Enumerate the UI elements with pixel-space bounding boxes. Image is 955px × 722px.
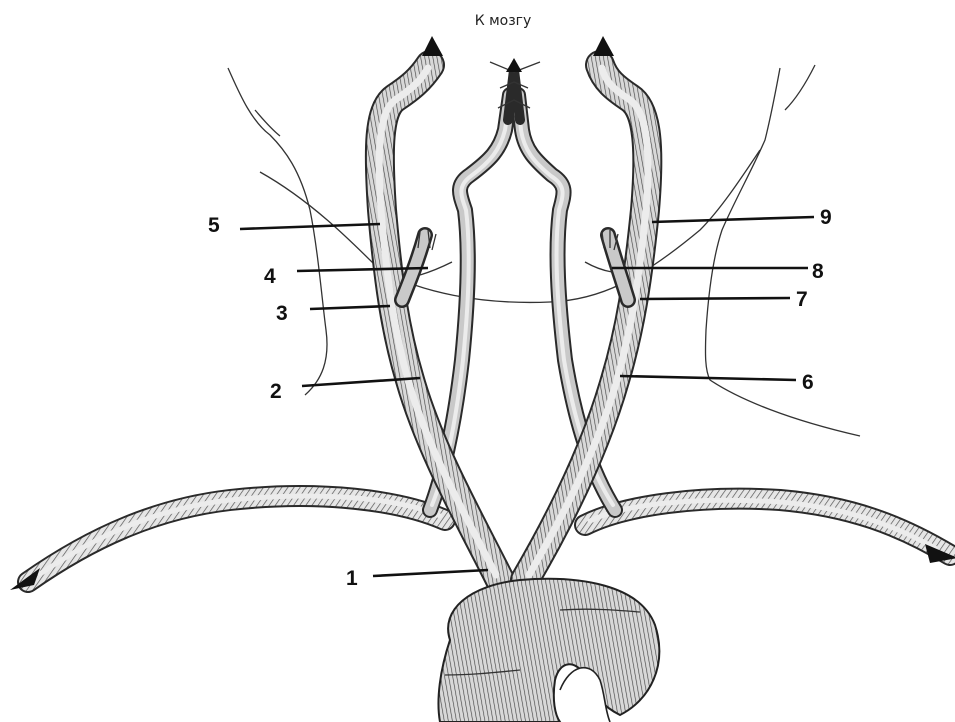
aortic-arch bbox=[438, 579, 659, 722]
leader-9 bbox=[652, 217, 814, 222]
diagram-title: К мозгу bbox=[475, 13, 532, 29]
label-9: 9 bbox=[820, 206, 832, 229]
label-5: 5 bbox=[208, 214, 220, 237]
leader-5 bbox=[240, 224, 380, 229]
label-8: 8 bbox=[812, 260, 824, 283]
leader-7 bbox=[640, 298, 790, 299]
label-3: 3 bbox=[276, 302, 288, 325]
label-4: 4 bbox=[264, 265, 276, 288]
leader-lines bbox=[240, 217, 814, 576]
label-6: 6 bbox=[802, 371, 814, 394]
label-7: 7 bbox=[796, 288, 808, 311]
label-2: 2 bbox=[270, 380, 282, 403]
left-carotid-artery bbox=[525, 36, 648, 580]
left-up-arrow-icon bbox=[593, 36, 614, 56]
leader-3 bbox=[310, 306, 390, 309]
left-subclavian-artery bbox=[585, 499, 955, 563]
leader-1 bbox=[373, 570, 488, 576]
label-1: 1 bbox=[346, 567, 358, 590]
up-arrow-icon bbox=[506, 58, 522, 72]
right-up-arrow-icon bbox=[422, 36, 443, 56]
number-labels: 1 2 3 4 5 6 7 8 9 bbox=[208, 206, 832, 590]
